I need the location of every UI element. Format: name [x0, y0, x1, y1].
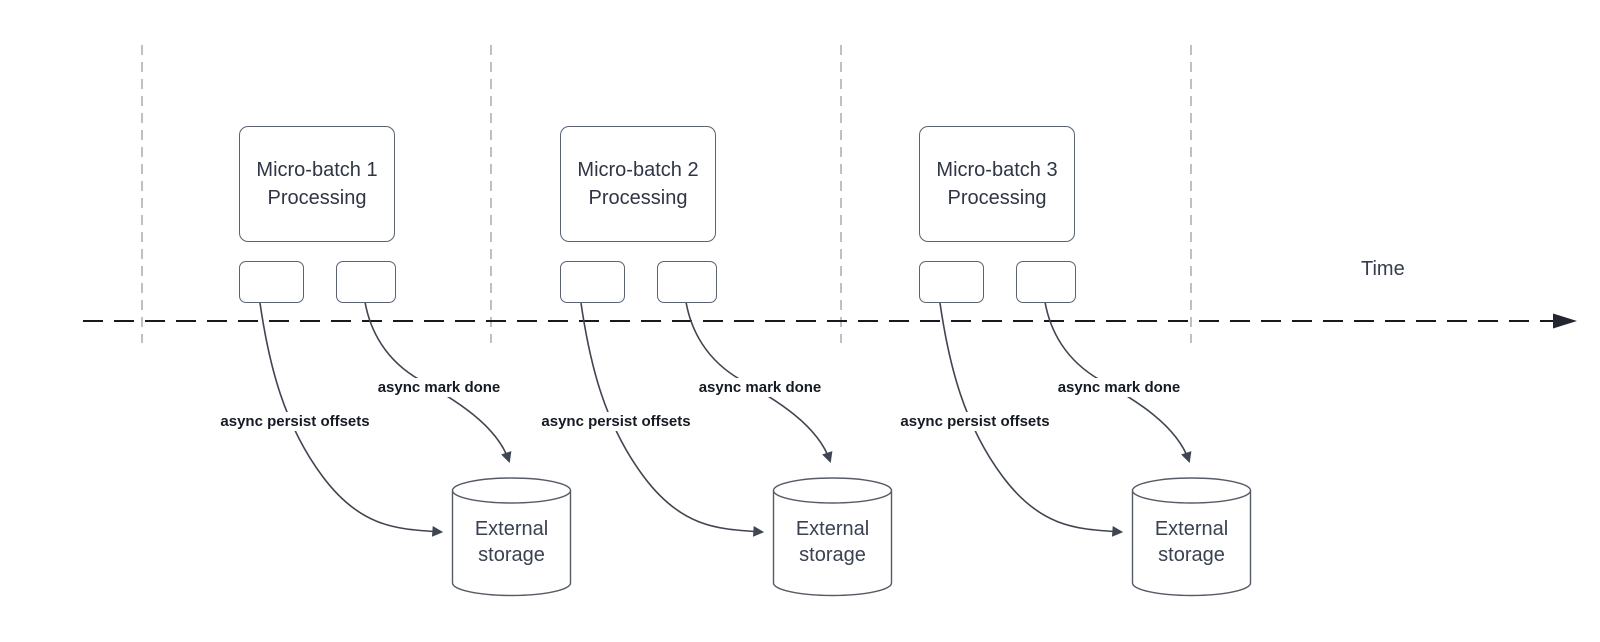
storage-cylinder-top: [772, 477, 893, 504]
external-storage-label: External storage: [795, 518, 870, 566]
time-axis-arrowhead-icon: [1553, 313, 1577, 329]
processing-box-label: Micro-batch 3 Processing: [936, 159, 1058, 209]
async-persist-offsets-arrow: [580, 302, 765, 537]
storage-cylinder-body: [1131, 490, 1252, 597]
async-persist-offsets-arrow: [259, 302, 444, 537]
storage-cylinder-top: [451, 477, 572, 504]
small-box-left: [919, 261, 984, 303]
storage-cylinder-body: [772, 490, 893, 597]
external-storage-label: External storage: [1154, 518, 1229, 566]
processing-box: Micro-batch 3 Processing: [919, 126, 1075, 242]
small-box-right: [657, 261, 717, 303]
async-mark-done-label: async mark done: [694, 378, 826, 397]
storage-cylinder-top: [1131, 477, 1252, 504]
small-box-left: [560, 261, 625, 303]
async-persist-offsets-label: async persist offsets: [216, 412, 374, 431]
microbatch-group-2: Micro-batch 2 Processing async persist o…: [537, 0, 910, 642]
processing-box: Micro-batch 1 Processing: [239, 126, 395, 242]
time-axis: [83, 313, 1577, 329]
async-persist-offsets-label: async persist offsets: [537, 412, 695, 431]
group-2-shapes: [580, 301, 893, 597]
time-axis-label: Time: [1361, 258, 1405, 280]
processing-box-label: Micro-batch 2 Processing: [577, 159, 699, 209]
microbatch-group-1: Micro-batch 1 Processing async persist o…: [216, 0, 589, 642]
group-1-shapes: [259, 301, 572, 597]
async-mark-done-label: async mark done: [373, 378, 505, 397]
async-persist-offsets-arrow: [939, 302, 1124, 537]
processing-box: Micro-batch 2 Processing: [560, 126, 716, 242]
microbatch-group-3: Micro-batch 3 Processing async persist o…: [896, 0, 1269, 642]
small-box-right: [1016, 261, 1076, 303]
external-storage-label: External storage: [474, 518, 549, 566]
storage-cylinder-body: [451, 490, 572, 597]
async-mark-done-label: async mark done: [1053, 378, 1185, 397]
async-persist-offsets-label: async persist offsets: [896, 412, 1054, 431]
processing-box-label: Micro-batch 1 Processing: [256, 159, 378, 209]
small-box-right: [336, 261, 396, 303]
small-box-left: [239, 261, 304, 303]
